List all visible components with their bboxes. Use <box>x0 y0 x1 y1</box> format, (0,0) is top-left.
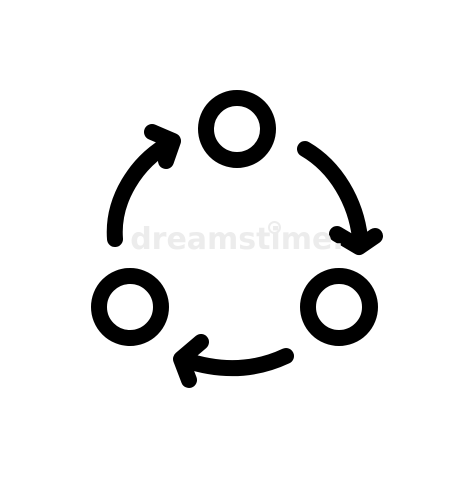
bottom-right-node-circle <box>300 268 378 346</box>
right-arc-arrow <box>297 141 368 246</box>
bottom-left-node-circle <box>91 268 169 346</box>
left-arc-arrow <box>106 135 178 247</box>
left-arrowhead <box>144 124 181 169</box>
top-node-circle <box>198 90 276 168</box>
right-arrowhead <box>329 226 383 255</box>
bottom-arc-arrow <box>177 348 294 377</box>
bottom-arrowhead <box>173 334 209 388</box>
watermark-logo-icon <box>268 221 281 234</box>
